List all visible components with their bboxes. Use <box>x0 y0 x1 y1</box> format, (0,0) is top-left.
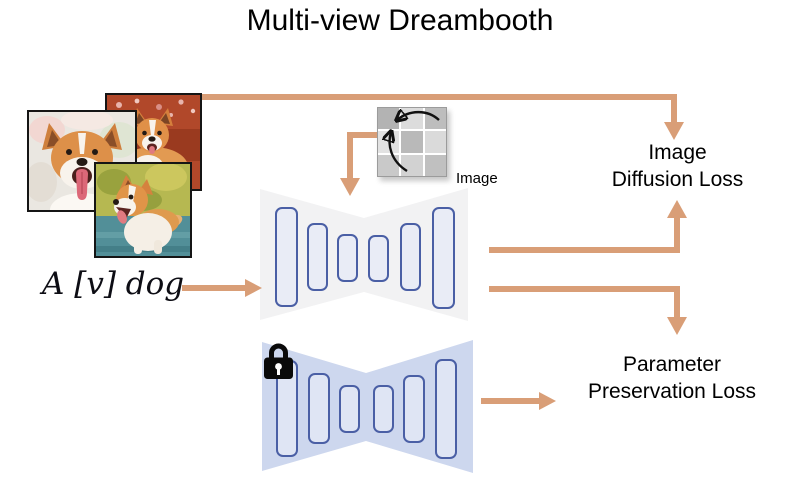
image-diffusion-loss-label: Image Diffusion Loss <box>585 139 770 193</box>
parameter-preservation-loss-line2: Preservation Loss <box>587 380 757 403</box>
prompt-text: A [v] dog <box>42 266 185 302</box>
image-diffusion-loss-line2: Diffusion Loss <box>611 168 744 191</box>
unet-block <box>275 207 298 307</box>
arrow-unet-to-preservation-loss <box>489 286 687 335</box>
corgi-photo-front <box>94 162 192 258</box>
grid-cell <box>424 154 446 176</box>
lock-icon <box>264 343 293 379</box>
grid-cell <box>378 108 400 130</box>
grid-cell <box>401 108 423 130</box>
unet-block <box>373 385 394 433</box>
image-diffusion-loss-line1: Image <box>648 141 707 164</box>
unet-block <box>339 385 360 433</box>
unet-block <box>435 359 457 459</box>
arrow-unet-to-diffusion-loss <box>489 200 687 253</box>
parameter-preservation-loss-line1: Parameter <box>622 353 722 376</box>
corgi-photo-left <box>27 110 137 212</box>
grid-cell <box>424 108 446 130</box>
unet-block <box>368 235 389 282</box>
unet-block <box>308 373 330 444</box>
unet-block <box>432 207 455 309</box>
arrow-prompt-to-unet <box>182 279 262 297</box>
unet-block <box>403 375 425 443</box>
grid-cell <box>401 154 423 176</box>
grid-cell <box>378 131 400 153</box>
figure-title: Multi-view Dreambooth <box>246 4 554 37</box>
view-rotation-grid-icon <box>377 107 447 177</box>
parameter-preservation-loss-label: Parameter Preservation Loss <box>558 351 786 405</box>
unet-block <box>337 234 358 282</box>
arrow-frozen-unet-to-preservation-loss <box>481 392 556 410</box>
grid-cell <box>378 154 400 176</box>
grid-cell <box>401 131 423 153</box>
image-label: Image <box>456 170 498 187</box>
grid-cell <box>424 131 446 153</box>
arrow-view-to-unet <box>340 132 377 196</box>
unet-block <box>400 223 421 291</box>
unet-block <box>307 223 328 291</box>
